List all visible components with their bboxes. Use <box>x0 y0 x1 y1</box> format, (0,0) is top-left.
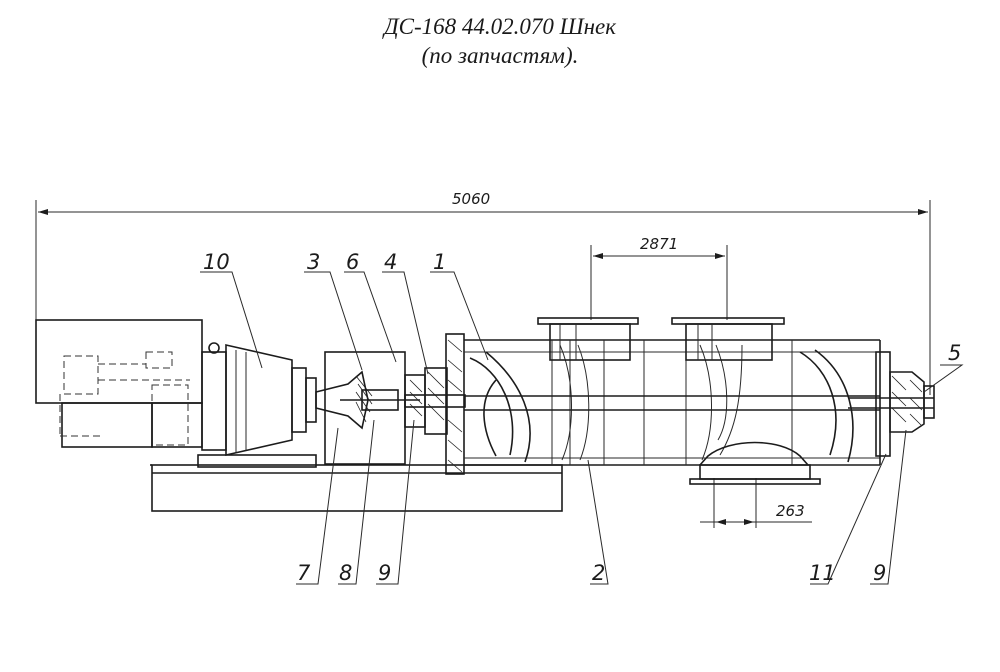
front-flange <box>445 333 465 475</box>
part-label-5: 5 <box>948 341 961 365</box>
part-label-1: 1 <box>433 250 446 274</box>
outlet-spout <box>689 441 821 485</box>
part-label-3: 3 <box>307 250 320 274</box>
part-label-9-front: 9 <box>378 561 391 585</box>
auger-flights <box>464 344 880 463</box>
part-label-11: 11 <box>809 561 836 585</box>
rear-bearing-assembly <box>848 351 935 457</box>
drawing-title: ДС-168 44.02.070 Шнек (по запчастям). <box>0 12 1000 70</box>
part-label-6: 6 <box>346 250 359 274</box>
part-label-9-rear: 9 <box>873 561 886 585</box>
electric-motor <box>35 319 203 448</box>
overall-length-value: 5060 <box>452 190 490 208</box>
gearbox <box>201 342 317 457</box>
title-line-1: ДС-168 44.02.070 Шнек <box>384 14 616 39</box>
outlet-width-value: 263 <box>776 502 805 520</box>
title-line-2: (по запчастям). <box>421 43 579 68</box>
inlet-spacing-dimension: 2871 <box>590 235 728 320</box>
inlet-hopper-left <box>537 317 639 361</box>
part-label-8: 8 <box>339 561 352 585</box>
inlet-hopper-right <box>671 317 785 361</box>
overall-length-dimension: 5060 <box>35 190 931 395</box>
inlet-spacing-value: 2871 <box>640 235 678 253</box>
leader-lines <box>200 271 964 585</box>
part-label-4: 4 <box>384 250 397 274</box>
part-label-10: 10 <box>203 250 230 274</box>
outlet-width-dimension: 263 <box>700 478 812 528</box>
auger-trough <box>464 339 881 466</box>
bearing-seal-assembly <box>404 367 466 435</box>
base-frame <box>150 454 563 512</box>
part-label-2: 2 <box>592 561 605 585</box>
part-label-7: 7 <box>297 561 311 585</box>
